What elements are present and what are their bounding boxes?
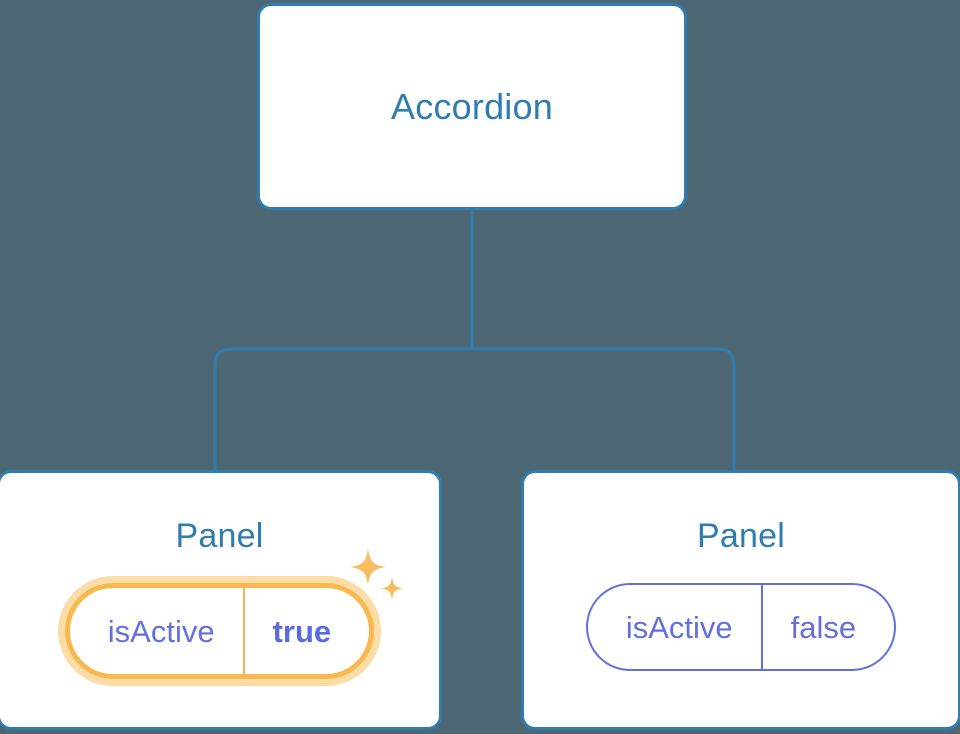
prop-pill[interactable]: isActive false bbox=[585, 583, 897, 671]
connector-branch-right bbox=[472, 347, 736, 470]
prop-value: false bbox=[760, 585, 894, 669]
node-panel-right[interactable]: Panel isActive false bbox=[521, 470, 960, 730]
node-title: Panel bbox=[175, 517, 264, 555]
prop-value: true bbox=[242, 588, 370, 674]
prop-key: isActive bbox=[625, 609, 733, 645]
node-title: Panel bbox=[697, 517, 785, 555]
node-panel-left[interactable]: Panel isActive true bbox=[0, 470, 442, 730]
node-title: Accordion bbox=[391, 85, 553, 127]
prop-key: isActive bbox=[107, 613, 215, 649]
prop-pill-plain[interactable]: isActive false bbox=[585, 583, 897, 671]
prop-pill[interactable]: isActive true bbox=[64, 583, 375, 679]
prop-pill-highlighted[interactable]: isActive true bbox=[57, 549, 404, 686]
node-accordion[interactable]: Accordion bbox=[257, 3, 687, 210]
connector-branch-left bbox=[213, 347, 472, 470]
